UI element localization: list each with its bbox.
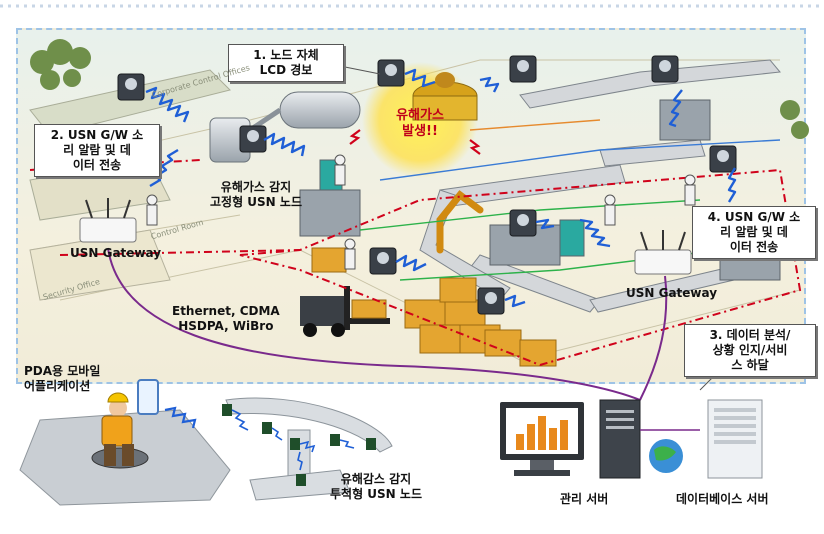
db-server-label: 데이터베이스 서버 bbox=[676, 492, 769, 506]
callout-gateway-right: 4. USN G/W 소 리 알람 및 데 이터 전송 bbox=[692, 206, 816, 259]
fixed-node-label: 유해가스 감지 고정형 USN 노드 bbox=[210, 180, 302, 209]
alarm-lightning bbox=[349, 129, 481, 155]
top-dotted-rule bbox=[0, 4, 824, 8]
gas-reactor bbox=[412, 72, 478, 121]
usn-gateway-right bbox=[634, 230, 692, 275]
callout-analysis: 3. 데이터 분석/ 상황 인지/서비 스 하달 bbox=[684, 324, 816, 377]
wireless-links bbox=[145, 68, 737, 308]
network-line-right bbox=[639, 275, 668, 401]
trees bbox=[30, 39, 809, 139]
pda-label: PDA용 모바일 어플리케이션 bbox=[24, 364, 101, 393]
office-buildings bbox=[29, 69, 231, 301]
drop-node-links bbox=[231, 409, 355, 471]
network-line bbox=[107, 247, 641, 401]
usn-gateway-left bbox=[79, 198, 137, 243]
gateway-right-label: USN Gateway bbox=[626, 286, 718, 300]
drop-nodes bbox=[222, 404, 376, 486]
worker-with-pda bbox=[101, 379, 159, 466]
factory-workers bbox=[146, 154, 696, 270]
gas-tank bbox=[209, 91, 361, 163]
globe-icon bbox=[649, 439, 683, 473]
gas-alert-label: 유해가스 발생!! bbox=[396, 108, 444, 139]
forklift bbox=[300, 286, 390, 337]
usn-sensor-gauges bbox=[125, 60, 729, 304]
management-server bbox=[500, 399, 641, 479]
gateway-left-label: USN Gateway bbox=[70, 246, 162, 260]
network-label: Ethernet, CDMA HSDPA, WiBro bbox=[172, 304, 280, 333]
database-server bbox=[707, 399, 763, 479]
drop-node-label: 유해감스 감지 투척형 USN 노드 bbox=[330, 472, 422, 501]
robot-arm bbox=[436, 190, 484, 254]
callout-node-lcd: 1. 노드 자체 LCD 경보 bbox=[228, 44, 344, 82]
pda-wireless-link bbox=[164, 406, 197, 429]
mgmt-server-label: 관리 서버 bbox=[560, 492, 609, 506]
callout-gateway-left: 2. USN G/W 소 리 알람 및 데 이터 전송 bbox=[34, 124, 160, 177]
